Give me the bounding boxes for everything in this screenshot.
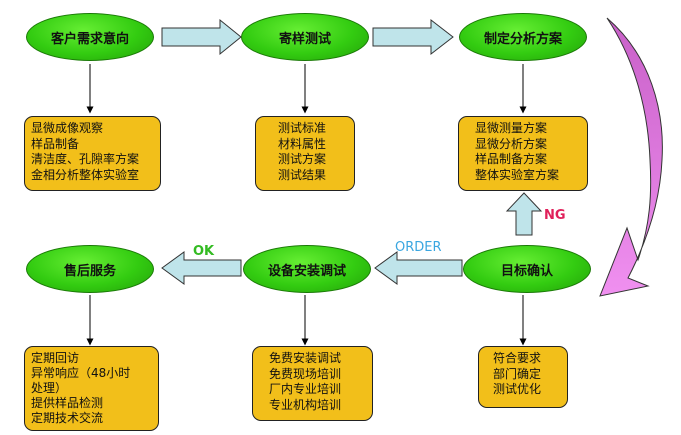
block-arrow-ng-up: [505, 192, 543, 236]
box-line: 整体实验室方案: [475, 167, 560, 182]
box-line: 处理）: [31, 381, 68, 395]
box-line: 材料属性: [278, 136, 327, 151]
label-ng: NG: [544, 208, 566, 223]
block-arrow-intent-to-sample: [161, 18, 242, 56]
box-line: 测试方案: [278, 152, 327, 166]
box-line: 显微成像观察: [31, 121, 104, 135]
box-line: 定期回访: [31, 351, 80, 365]
box-line: 样品制备: [31, 136, 80, 151]
label-ok: OK: [193, 244, 215, 259]
box-line: 显微测量方案: [475, 121, 548, 135]
box-line: 异常响应（48小时: [31, 366, 131, 380]
node-plan: 制定分析方案: [459, 13, 587, 61]
node-after-sales-label: 售后服务: [63, 263, 116, 279]
box-line: 部门确定: [493, 366, 542, 381]
box-sample-test: 测试标准 材料属性 测试方案 测试结果: [255, 116, 355, 191]
node-install-debug: 设备安装调试: [243, 245, 371, 293]
box-line: 厂内专业培训: [269, 382, 342, 396]
node-customer-intent: 客户需求意向: [26, 13, 154, 61]
box-line: 金相分析整体实验室: [31, 167, 140, 182]
node-sample-test-label: 寄样测试: [278, 31, 331, 47]
box-install-debug: 免费安装调试 免费现场培训 厂内专业培训 专业机构培训: [252, 346, 373, 421]
box-target-confirm: 符合要求 部门确定 测试优化: [478, 346, 568, 408]
block-arrow-install-to-aftersales: [161, 251, 242, 285]
node-plan-label: 制定分析方案: [483, 31, 562, 47]
node-install-debug-label: 设备安装调试: [267, 263, 346, 279]
block-arrow-sample-to-plan: [372, 18, 454, 56]
box-line: 样品制备方案: [475, 152, 548, 166]
box-line: 测试结果: [278, 167, 327, 182]
loop-curve-arrow: [599, 17, 663, 297]
node-sample-test: 寄样测试: [241, 13, 369, 61]
box-line: 免费安装调试: [269, 351, 342, 365]
box-line: 测试标准: [278, 121, 327, 135]
box-line: 符合要求: [493, 351, 542, 365]
box-line: 定期技术交流: [31, 411, 104, 425]
node-target-confirm-label: 目标确认: [500, 263, 553, 279]
box-line: 清洁度、孔隙率方案: [31, 152, 140, 166]
box-plan: 显微测量方案 显微分析方案 样品制备方案 整体实验室方案: [458, 116, 588, 191]
block-arrow-target-to-install: [374, 251, 463, 285]
node-after-sales: 售后服务: [26, 245, 154, 293]
label-order: ORDER: [395, 240, 442, 255]
box-line: 测试优化: [493, 382, 542, 396]
box-customer-intent: 显微成像观察 样品制备 清洁度、孔隙率方案 金相分析整体实验室: [24, 116, 161, 191]
node-target-confirm: 目标确认: [463, 245, 591, 293]
box-line: 提供样品检测: [31, 396, 104, 410]
box-line: 专业机构培训: [269, 397, 342, 412]
box-line: 免费现场培训: [269, 366, 342, 381]
box-after-sales: 定期回访 异常响应（48小时 处理） 提供样品检测 定期技术交流: [24, 346, 159, 431]
node-customer-intent-label: 客户需求意向: [50, 31, 129, 47]
box-line: 显微分析方案: [475, 136, 548, 151]
